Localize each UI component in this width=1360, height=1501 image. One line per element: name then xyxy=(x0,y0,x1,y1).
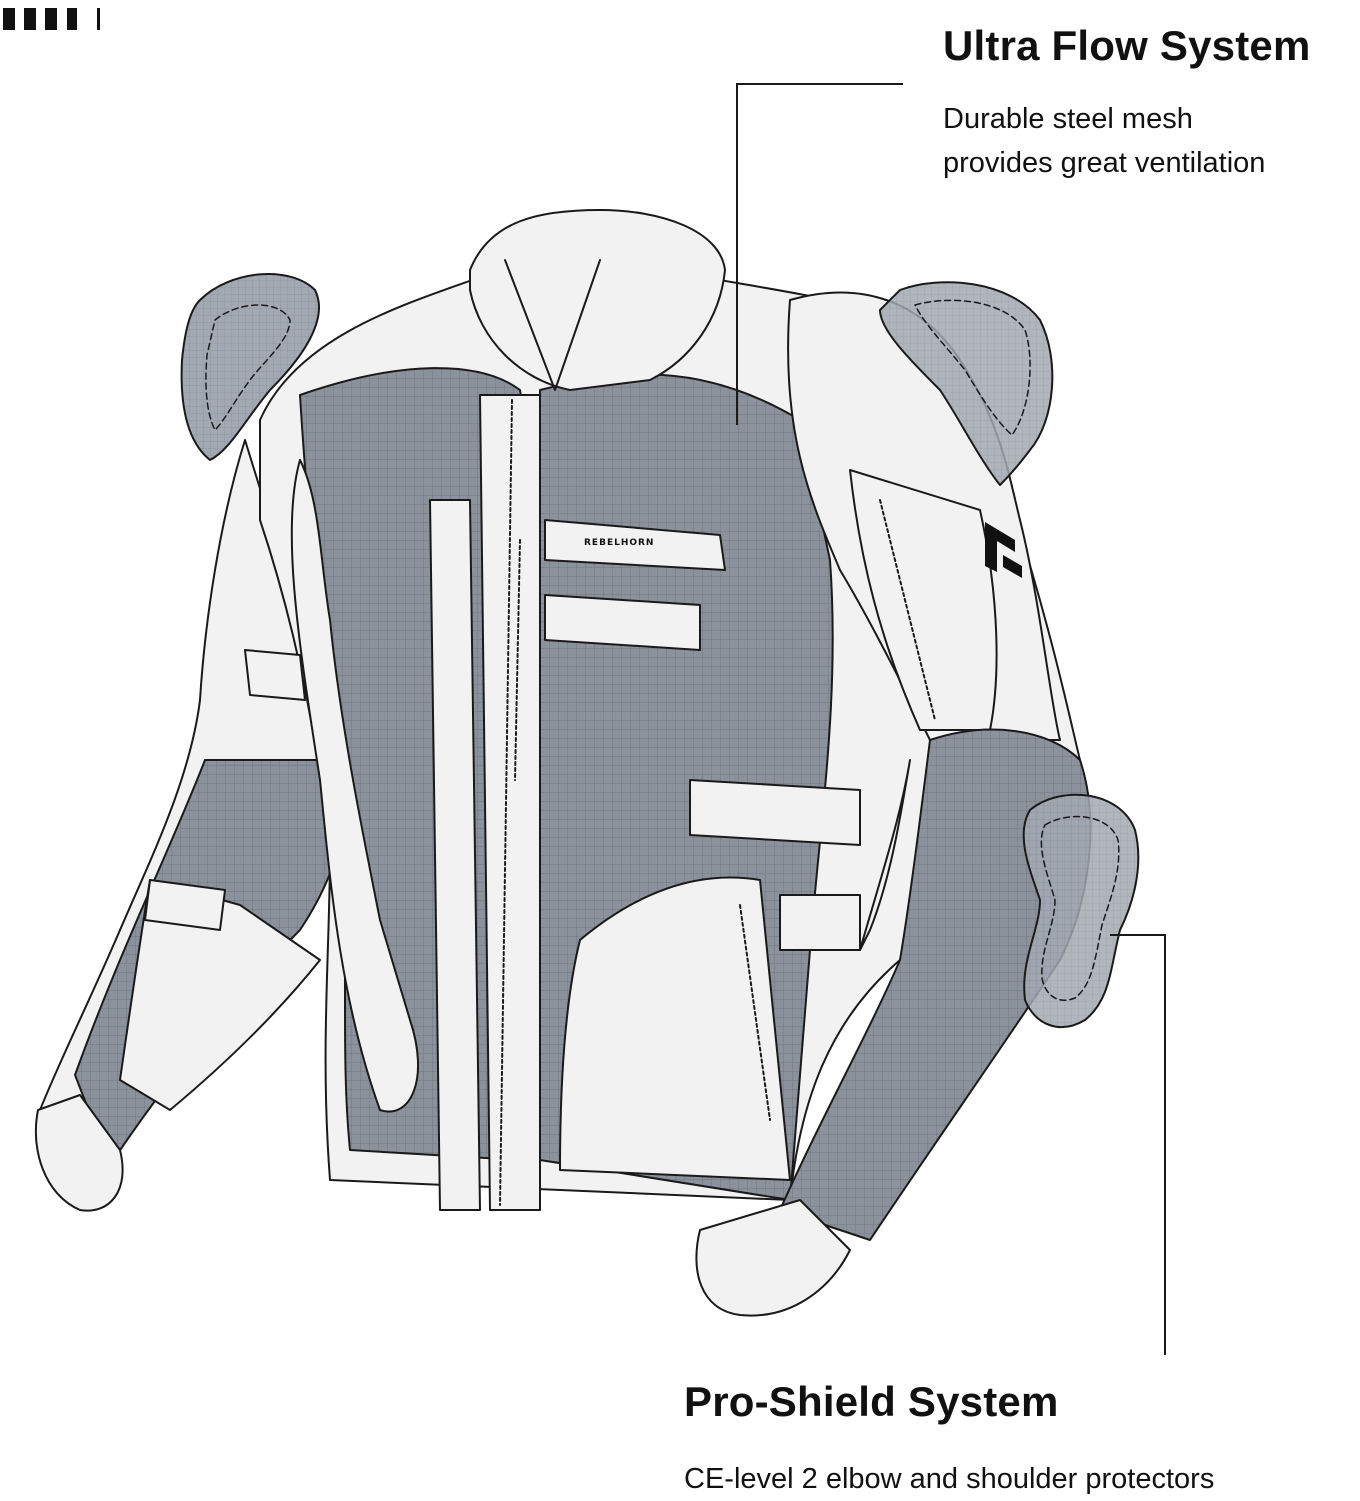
chest-label: REBELHORN xyxy=(584,538,654,548)
left-forearm-panel xyxy=(119,879,321,1111)
pro-shield-description: CE-level 2 elbow and shoulder protectors xyxy=(684,1457,1214,1501)
center-placket-left xyxy=(429,499,481,1211)
arm-zipper xyxy=(879,499,936,721)
chest-zipper xyxy=(514,539,521,781)
ultra-flow-desc-line-2: provides great ventilation xyxy=(943,147,1266,179)
chest-stripe-top xyxy=(544,519,726,571)
lower-pocket-panel xyxy=(559,876,791,1181)
pocket-zipper xyxy=(739,904,771,1121)
sleeve-logo-icon xyxy=(985,522,1022,578)
pro-shield-title: Pro-Shield System xyxy=(684,1378,1059,1425)
left-front-panel xyxy=(290,459,419,1113)
elbow-protector xyxy=(1022,793,1140,1029)
brand-bars-icon xyxy=(3,8,100,30)
pro-shield-leader-line xyxy=(1110,934,1166,1355)
right-cuff xyxy=(695,1199,851,1317)
collar xyxy=(469,209,726,391)
left-cuff xyxy=(34,1094,124,1212)
right-forearm-mesh xyxy=(779,728,1092,1241)
pro-shield-desc-line-1: CE-level 2 elbow and shoulder protectors xyxy=(684,1463,1215,1495)
arm-pocket-panel xyxy=(849,469,998,731)
waist-strap-upper xyxy=(689,779,861,846)
center-placket-right xyxy=(479,394,541,1211)
forearm-strap-left xyxy=(144,879,226,931)
ultra-flow-title: Ultra Flow System xyxy=(943,22,1311,69)
chest-stripe-bottom xyxy=(544,594,701,651)
ultra-flow-leader-line xyxy=(736,83,903,425)
ultra-flow-desc-line-1: Durable steel mesh xyxy=(943,103,1193,135)
waist-strap-lower xyxy=(779,894,861,951)
shoulder-protector-right xyxy=(879,281,1054,486)
arm-strap-left xyxy=(244,649,306,701)
main-zipper xyxy=(499,399,513,1206)
shoulder-protector-left xyxy=(180,273,320,461)
ultra-flow-description: Durable steel mesh provides great ventil… xyxy=(943,97,1265,185)
